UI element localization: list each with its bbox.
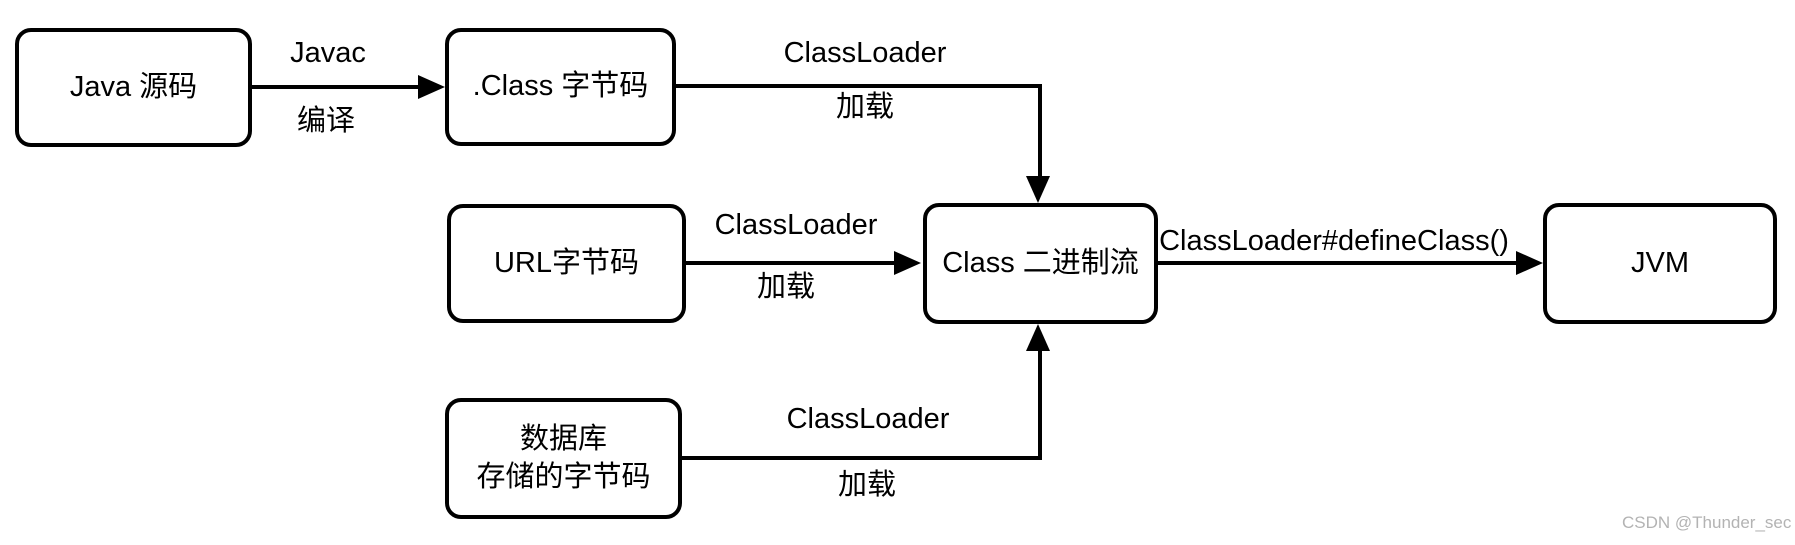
edge-load-from-url-label-top: ClassLoader (714, 209, 878, 241)
node-db-bytecode: 数据库 存储的字节码 (445, 398, 682, 519)
edge-load-from-db-label-top: ClassLoader (786, 403, 950, 435)
edge-load-from-url-label-bottom: 加载 (756, 271, 816, 303)
edge-load-from-db-arrowhead-icon (1026, 324, 1050, 351)
node-class-binary-stream-label: Class 二进制流 (942, 246, 1139, 279)
watermark-text: CSDN @Thunder_sec (1622, 513, 1792, 532)
edge-load-from-class-line-v (1038, 86, 1042, 178)
edge-define-class-arrowhead-icon (1516, 251, 1543, 275)
edge-compile-line (252, 85, 422, 89)
edge-load-from-class-label-bottom: 加载 (835, 91, 895, 123)
edge-load-from-class-line-h (674, 84, 1042, 88)
edge-load-from-db-line-h (680, 456, 1042, 460)
node-class-bytecode-label: .Class 字节码 (472, 70, 649, 103)
edge-load-from-class-arrowhead-icon (1026, 176, 1050, 203)
edge-compile-label-top: Javac (290, 37, 366, 69)
edge-define-class-label: ClassLoader#defineClass() (1159, 225, 1509, 257)
node-class-binary-stream: Class 二进制流 (923, 203, 1158, 324)
node-jvm-label: JVM (1631, 246, 1689, 279)
edge-load-from-db-label-bottom: 加载 (837, 469, 897, 501)
node-db-bytecode-label: 数据库 存储的字节码 (476, 422, 651, 493)
edge-compile-label-bottom: 编译 (296, 105, 356, 137)
edge-compile-arrowhead-icon (418, 75, 445, 99)
node-url-bytecode: URL字节码 (447, 204, 686, 323)
edge-load-from-url-arrowhead-icon (894, 251, 921, 275)
edge-load-from-class-label-top: ClassLoader (783, 37, 947, 69)
edge-load-from-db-line-v (1038, 349, 1042, 460)
node-jvm: JVM (1543, 203, 1777, 324)
node-url-bytecode-label: URL字节码 (493, 246, 639, 279)
edge-define-class-line (1156, 261, 1518, 265)
node-class-bytecode: .Class 字节码 (445, 28, 676, 146)
node-java-source-label: Java 源码 (69, 70, 198, 103)
node-java-source: Java 源码 (15, 28, 252, 147)
edge-load-from-url-line (684, 261, 896, 265)
